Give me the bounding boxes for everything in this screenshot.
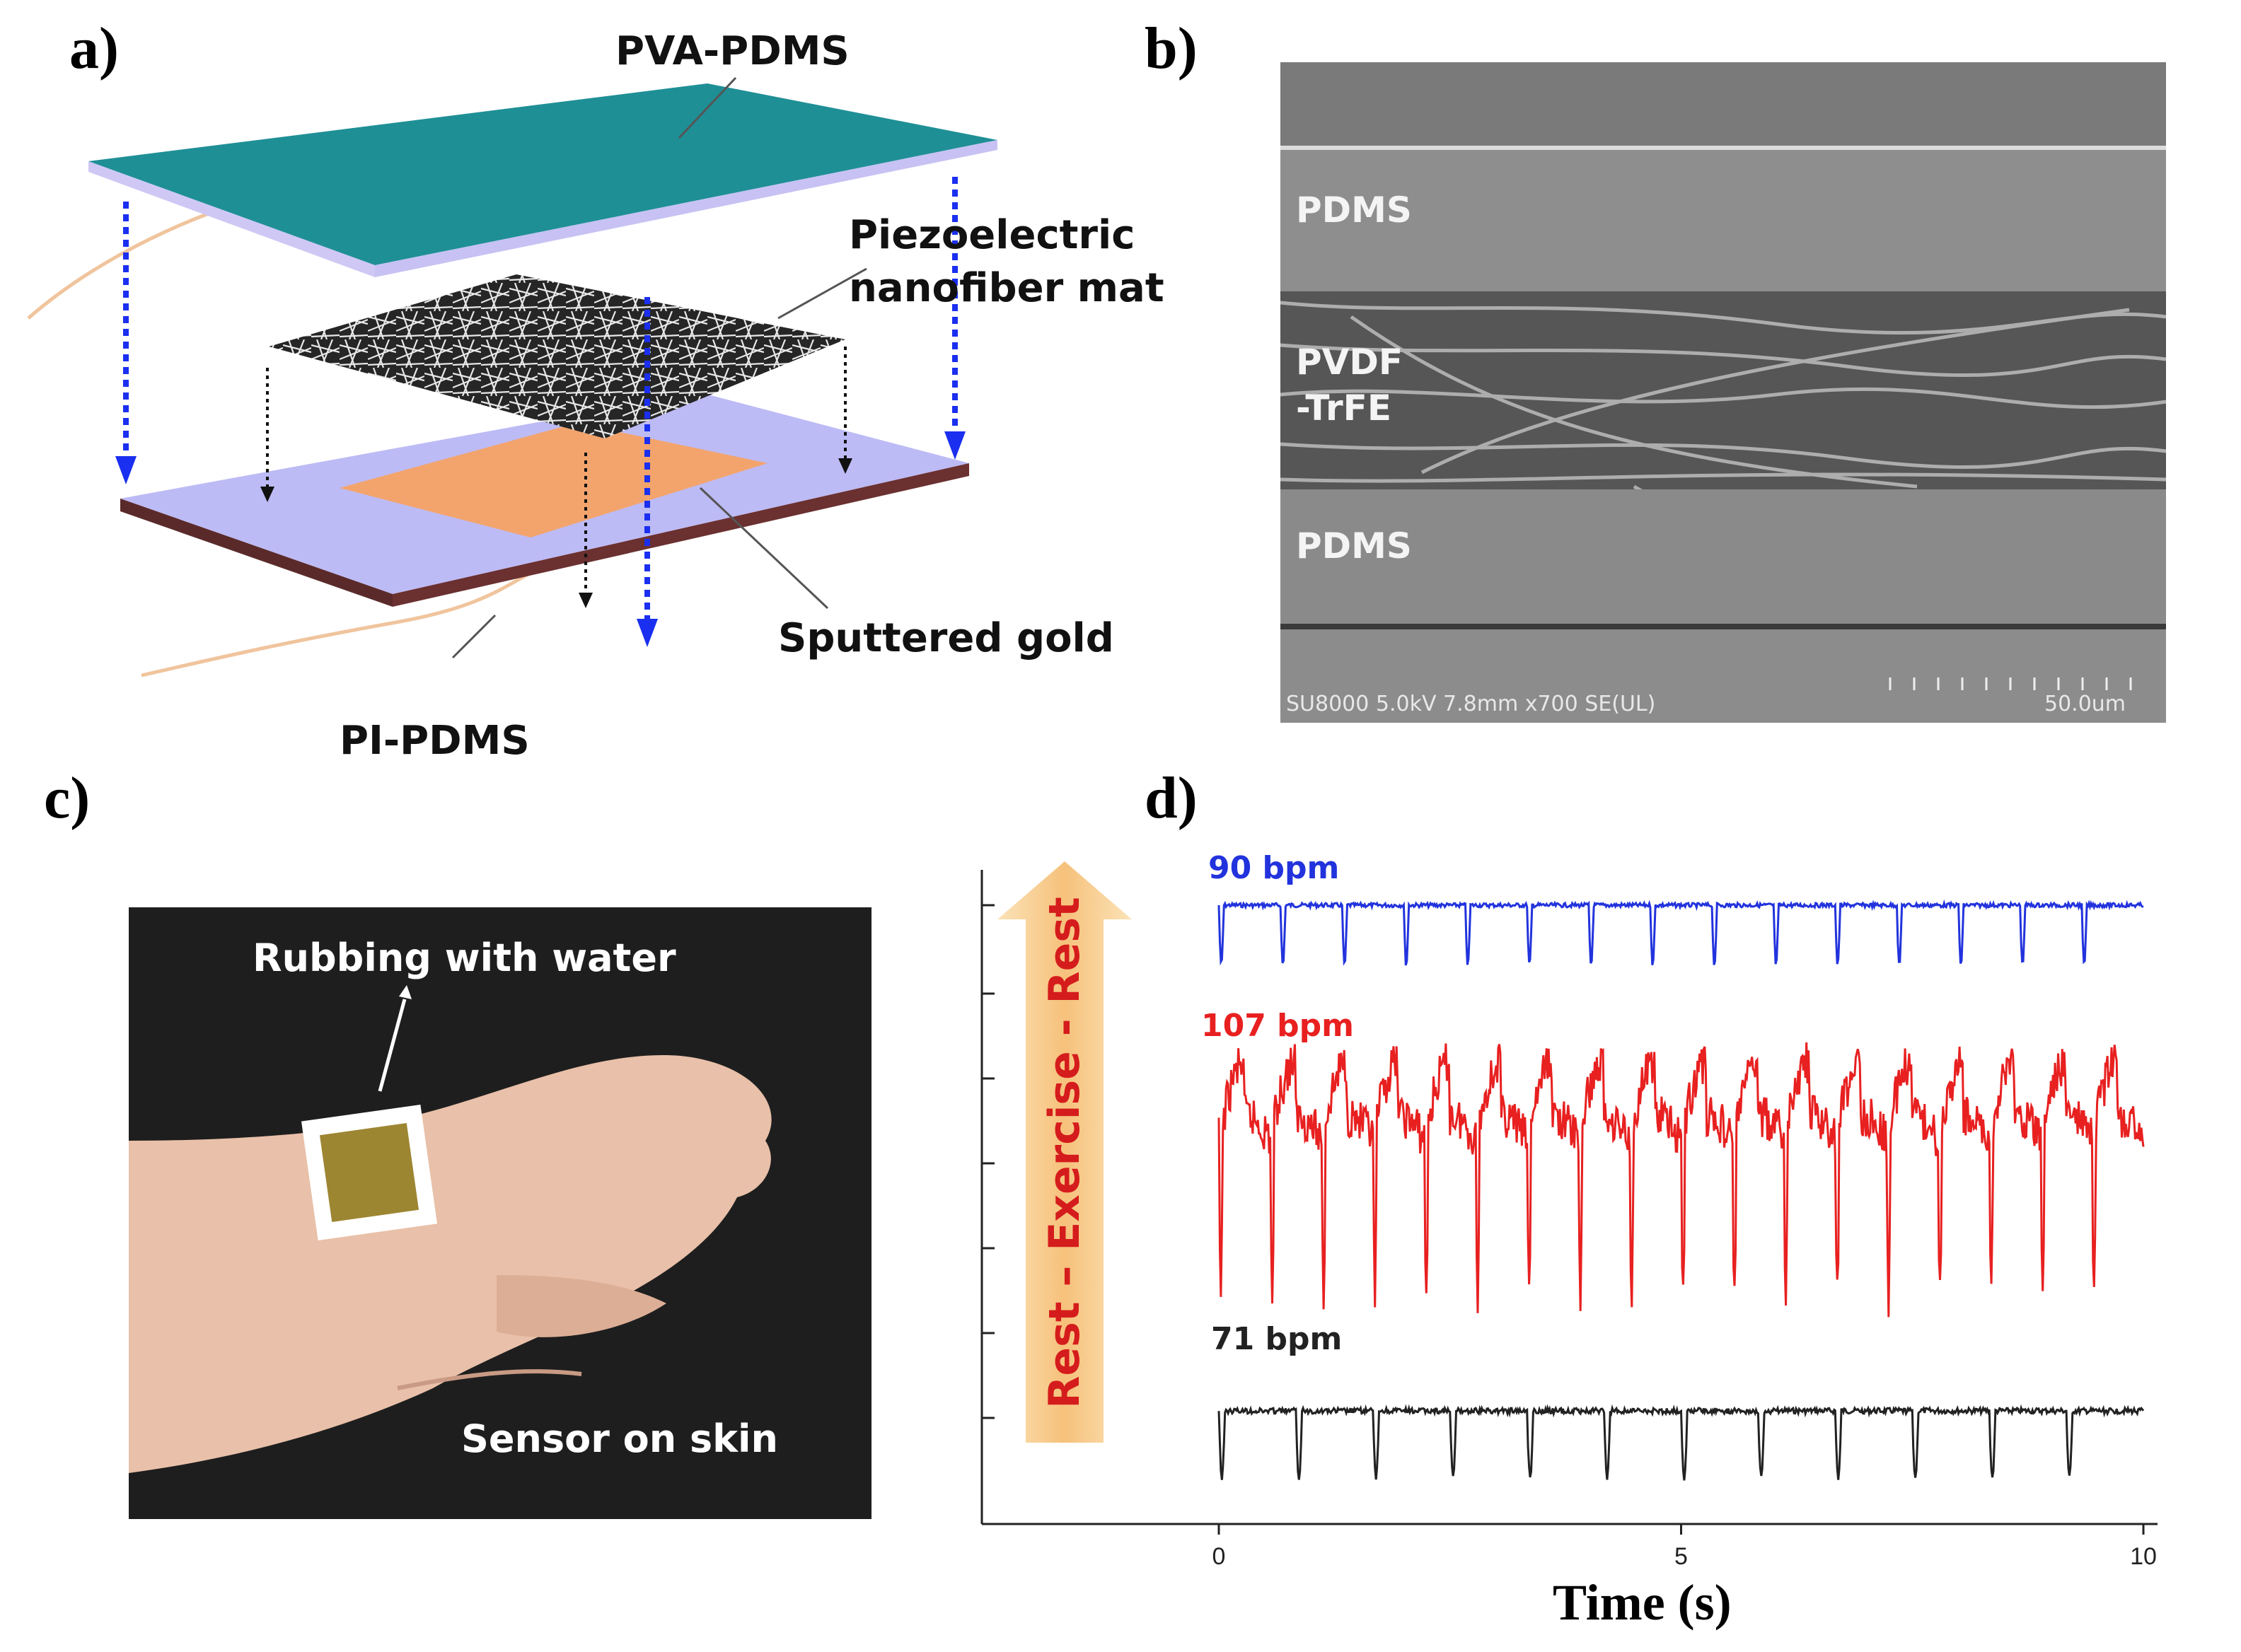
- label-rubbing-with-water: Rubbing with water: [253, 936, 676, 980]
- hand: [129, 1055, 772, 1473]
- panel-a-label: a): [69, 16, 119, 81]
- sem-label-pdms-bottom: PDMS: [1296, 525, 1412, 566]
- pva-pdms-edge-right: [375, 140, 997, 277]
- blue-arrowheads: [115, 431, 966, 647]
- black-arrowheads: [260, 458, 852, 608]
- panel-d-label: d): [1145, 765, 1198, 831]
- signal-trace-90-bpm: [1217, 899, 2144, 966]
- sem-label-pvdf: PVDF: [1296, 342, 1403, 383]
- sem-label-trfe: -TrFE: [1296, 388, 1391, 429]
- sem-label-pdms-top: PDMS: [1296, 190, 1412, 231]
- trend-arrow-text: Rest – Exercise - Rest: [1040, 897, 1089, 1409]
- sem-instrument-info: SU8000 5.0kV 7.8mm x700 SE(UL): [1286, 692, 1656, 716]
- pi-pdms-edge-left: [120, 499, 393, 607]
- series-label-90bpm: 90 bpm: [1208, 850, 1340, 886]
- blue-arrows: [123, 177, 958, 622]
- x-tick-label-10: 10: [2130, 1543, 2157, 1570]
- label-sensor-on-skin: Sensor on skin: [461, 1417, 778, 1461]
- x-tick-label-5: 5: [1674, 1543, 1688, 1570]
- scale-ticks: [1889, 677, 2132, 690]
- pulse-chart: 0 5 10 Rest – Exercise - Rest 90 bpm 107 b…: [955, 820, 2241, 1648]
- panel-c-label: c): [44, 765, 91, 831]
- bottom-wire: [141, 557, 560, 677]
- series-label-71bpm: 71 bpm: [1211, 1321, 1343, 1357]
- chart-svg: 0 5 10: [980, 861, 2158, 1570]
- leader-lines: [451, 76, 867, 659]
- label-pi-pdms: PI-PDMS: [340, 718, 530, 764]
- black-arrows: [266, 347, 847, 594]
- wrist-drawing: [129, 985, 772, 1473]
- trend-arrow: [997, 861, 1132, 1443]
- chart-axes: [980, 870, 2158, 1525]
- sensor-schematic: PVA-PDMS Piezoelectric nanofiber mat Spu…: [0, 0, 1203, 785]
- sem-drawing: [1280, 62, 2166, 723]
- annotation-arrow: [378, 999, 407, 1092]
- pva-pdms-layer: [88, 83, 997, 265]
- x-tick-label-0: 0: [1212, 1543, 1226, 1570]
- panel-b-label: b): [1145, 16, 1198, 81]
- label-piezo-line2: nanofiber mat: [849, 265, 1164, 311]
- label-piezo-line1: Piezoelectric: [849, 212, 1135, 258]
- signal-trace-71-bpm: [1217, 1404, 2145, 1481]
- pva-pdms-edge-left: [88, 161, 375, 277]
- sputtered-gold: [340, 423, 768, 537]
- schematic-drawing: [27, 76, 997, 677]
- pi-pdms-edge-right: [393, 463, 969, 607]
- label-sputtered-gold: Sputtered gold: [778, 615, 1114, 661]
- sensor-gold-area: [319, 1122, 419, 1223]
- label-pva-pdms: PVA-PDMS: [615, 28, 850, 74]
- sem-image: PDMS PVDF -TrFE PDMS SU8000 5.0kV 7.8mm …: [1280, 62, 2166, 723]
- x-axis-title: Time (s): [1553, 1574, 1732, 1631]
- signal-trace-107-bpm: [1217, 1042, 2145, 1317]
- nanofiber-mat: [269, 274, 845, 438]
- sensor-photo: Rubbing with water Sensor on skin: [129, 907, 872, 1519]
- series-label-107bpm: 107 bpm: [1201, 1008, 1355, 1044]
- sem-scale-bar-label: 50.0um: [2044, 692, 2126, 716]
